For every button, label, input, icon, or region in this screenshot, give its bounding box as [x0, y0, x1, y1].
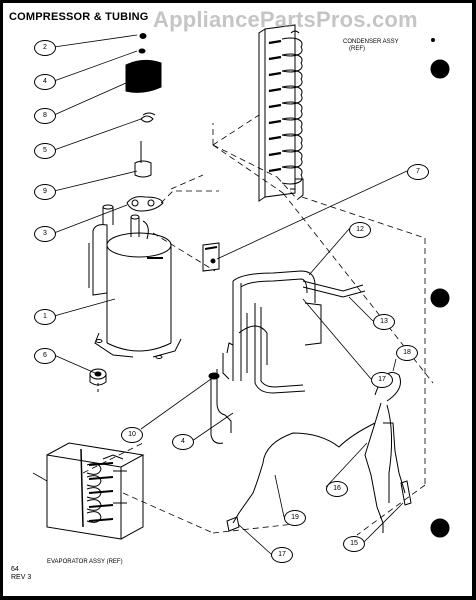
callout-3: 3 [34, 226, 56, 242]
registration-dot [430, 288, 450, 308]
evaporator-assembly [46, 442, 145, 540]
condenser-ref-label: (REF) [349, 46, 365, 52]
diagram-sheet: AppliancePartsPros.com COMPRESSOR & TUBI… [3, 3, 472, 596]
tubing-assembly [208, 270, 366, 444]
callout-17: 17 [371, 372, 393, 388]
relay-switch [202, 242, 220, 272]
callout-15: 15 [343, 536, 365, 552]
dashed-leader-lines [82, 114, 434, 536]
callout-7: 7 [407, 164, 429, 180]
terminal-parts [125, 33, 164, 212]
page-number: 64 [11, 566, 19, 573]
evaporator-label: EVAPORATOR ASSY (REF) [47, 559, 123, 565]
callout-1: 1 [34, 309, 56, 325]
watermark-text: AppliancePartsPros.com [153, 7, 418, 32]
callout-8: 8 [34, 108, 56, 124]
callout-4-lower: 4 [172, 434, 194, 450]
callout-18: 18 [396, 345, 418, 361]
grommet [89, 368, 107, 393]
registration-dot [431, 38, 435, 42]
condenser-assembly [258, 24, 304, 202]
callout-16: 16 [326, 481, 348, 497]
compressor [88, 204, 182, 359]
revision-label: REV 3 [11, 574, 32, 581]
callout-9: 9 [34, 184, 56, 200]
callout-13: 13 [373, 314, 395, 330]
condenser-label: CONDENSER ASSY [343, 39, 399, 45]
callout-4: 4 [34, 74, 56, 90]
callout-19: 19 [284, 510, 306, 526]
callout-5: 5 [34, 143, 56, 159]
registration-dot [430, 59, 450, 79]
callout-2: 2 [34, 40, 56, 56]
callout-10: 10 [121, 427, 143, 443]
registration-dot [430, 518, 450, 538]
capillary-tubes [226, 372, 412, 533]
callout-6: 6 [34, 348, 56, 364]
callout-leaders [32, 34, 408, 555]
diagram-title: COMPRESSOR & TUBING [9, 11, 149, 23]
callout-17-lower: 17 [271, 547, 293, 563]
exploded-parts-diagram [32, 24, 450, 555]
callout-12: 12 [349, 222, 371, 238]
